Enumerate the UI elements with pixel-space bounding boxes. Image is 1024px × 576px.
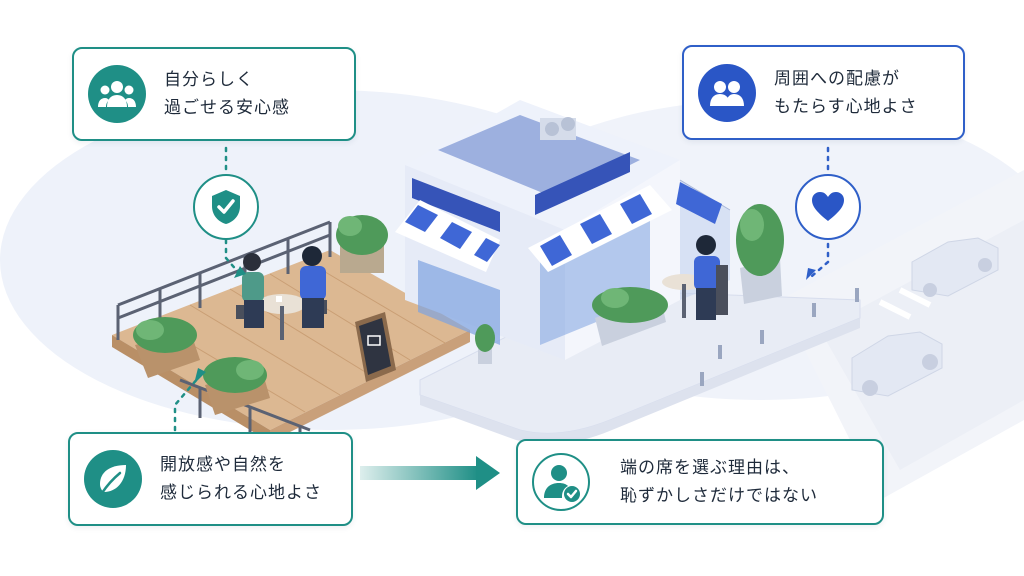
shield-marker <box>193 174 259 240</box>
potted-plant <box>475 324 495 364</box>
pair-users-icon <box>698 63 756 122</box>
menu-board-sign <box>355 312 396 382</box>
callout-text-line2: 過ごせる安心感 <box>164 98 290 118</box>
callout-text-line1: 端の席を選ぶ理由は、 <box>620 458 800 478</box>
corner-planter <box>736 204 784 304</box>
dotted-connectors <box>173 146 830 432</box>
callout-text-line2: 感じられる心地よさ <box>160 483 322 503</box>
deck-couple <box>236 246 327 340</box>
connector-arrowhead-left <box>234 266 246 278</box>
callout-text-line2: もたらす心地よさ <box>774 96 918 117</box>
heart-icon <box>812 192 844 221</box>
street <box>820 220 1024 470</box>
callout-text-line2: 恥ずかしさだけではない <box>620 486 818 506</box>
callout-consideration-comfort: 周囲への配慮が もたらす心地よさ <box>682 45 965 140</box>
window-planter <box>592 287 668 346</box>
car-top <box>911 237 999 297</box>
leaf-icon <box>84 450 142 508</box>
car-bottom <box>851 331 943 397</box>
callout-reason-edge-seat: 端の席を選ぶ理由は、 恥ずかしさだけではない <box>516 439 884 525</box>
group-icon <box>88 65 146 123</box>
callout-sense-of-security: 自分らしく 過ごせる安心感 <box>72 47 356 141</box>
callout-text-line1: 自分らしく <box>164 70 254 90</box>
heart-marker <box>795 174 861 240</box>
shield-check-icon <box>212 190 240 224</box>
solo-customer <box>662 235 728 320</box>
callout-openness-nature: 開放感や自然を 感じられる心地よさ <box>68 432 353 526</box>
flow-arrow <box>360 456 500 490</box>
awnings <box>395 182 722 272</box>
connector-arrowhead-bottom <box>194 368 206 384</box>
callout-text-line1: 開放感や自然を <box>160 455 286 475</box>
deck-planters <box>133 215 388 415</box>
user-check-icon <box>532 453 590 511</box>
callout-text-line1: 周囲への配慮が <box>774 68 900 89</box>
connector-arrowhead-right <box>806 268 816 280</box>
